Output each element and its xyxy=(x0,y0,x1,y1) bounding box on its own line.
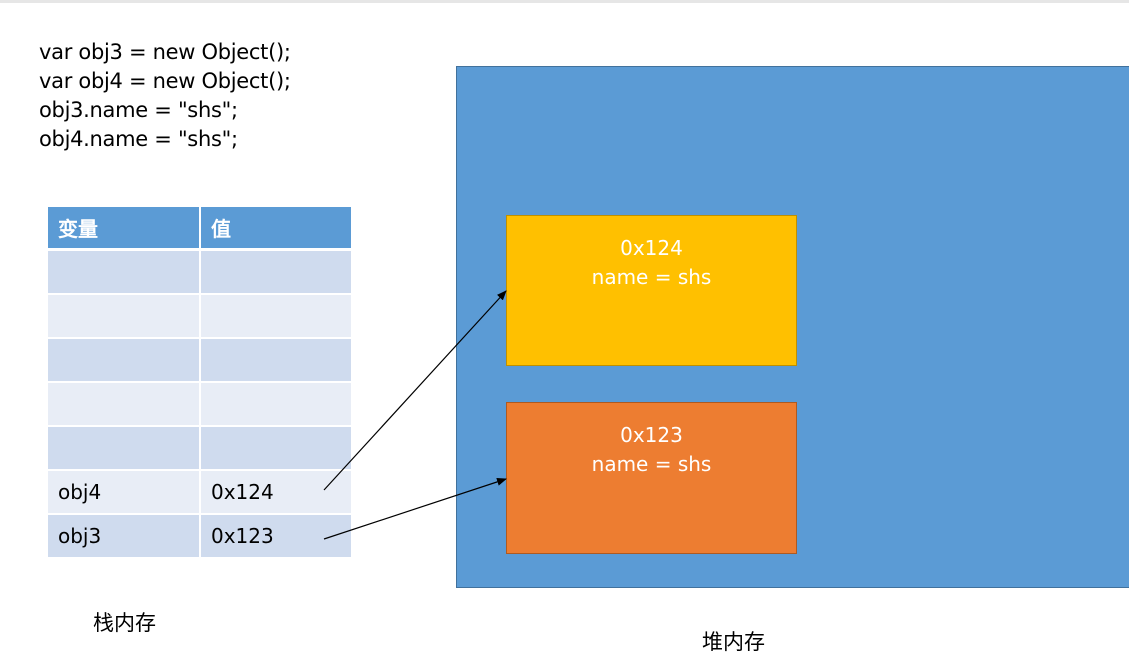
heap-object-0x123: 0x123 name = shs xyxy=(506,402,797,554)
heap-object-0x124: 0x124 name = shs xyxy=(506,215,797,366)
object-content: name = shs xyxy=(591,452,712,476)
code-line: obj3.name = "shs"; xyxy=(39,98,238,122)
table-row xyxy=(48,295,353,339)
table-row xyxy=(48,251,353,295)
cell-variable xyxy=(48,251,201,295)
stack-memory-label: 栈内存 xyxy=(93,611,156,635)
object-address: 0x124 xyxy=(620,236,683,260)
cell-variable: obj4 xyxy=(48,471,201,515)
cell-value xyxy=(201,339,353,383)
cell-variable xyxy=(48,339,201,383)
stack-header-row: 变量 值 xyxy=(48,207,353,251)
cell-value xyxy=(201,251,353,295)
header-variable: 变量 xyxy=(48,207,201,251)
code-block: var obj3 = new Object(); var obj4 = new … xyxy=(39,38,291,154)
code-line: obj4.name = "shs"; xyxy=(39,127,238,151)
cell-variable xyxy=(48,427,201,471)
cell-value xyxy=(201,295,353,339)
cell-variable xyxy=(48,295,201,339)
cell-variable xyxy=(48,383,201,427)
cell-value: 0x123 xyxy=(201,515,353,559)
cell-value xyxy=(201,383,353,427)
object-content: name = shs xyxy=(591,265,712,289)
table-row-obj4: obj4 0x124 xyxy=(48,471,353,515)
header-value: 值 xyxy=(201,207,353,251)
heap-memory-label: 堆内存 xyxy=(702,630,765,654)
cell-variable: obj3 xyxy=(48,515,201,559)
table-row xyxy=(48,427,353,471)
code-line: var obj4 = new Object(); xyxy=(39,69,291,93)
cell-value xyxy=(201,427,353,471)
code-line: var obj3 = new Object(); xyxy=(39,40,291,64)
table-row xyxy=(48,383,353,427)
stack-table: 变量 值 obj4 0x124 obj3 0x1 xyxy=(48,207,353,559)
top-border xyxy=(0,0,1129,3)
table-row-obj3: obj3 0x123 xyxy=(48,515,353,559)
table-row xyxy=(48,339,353,383)
object-address: 0x123 xyxy=(620,423,683,447)
cell-value: 0x124 xyxy=(201,471,353,515)
